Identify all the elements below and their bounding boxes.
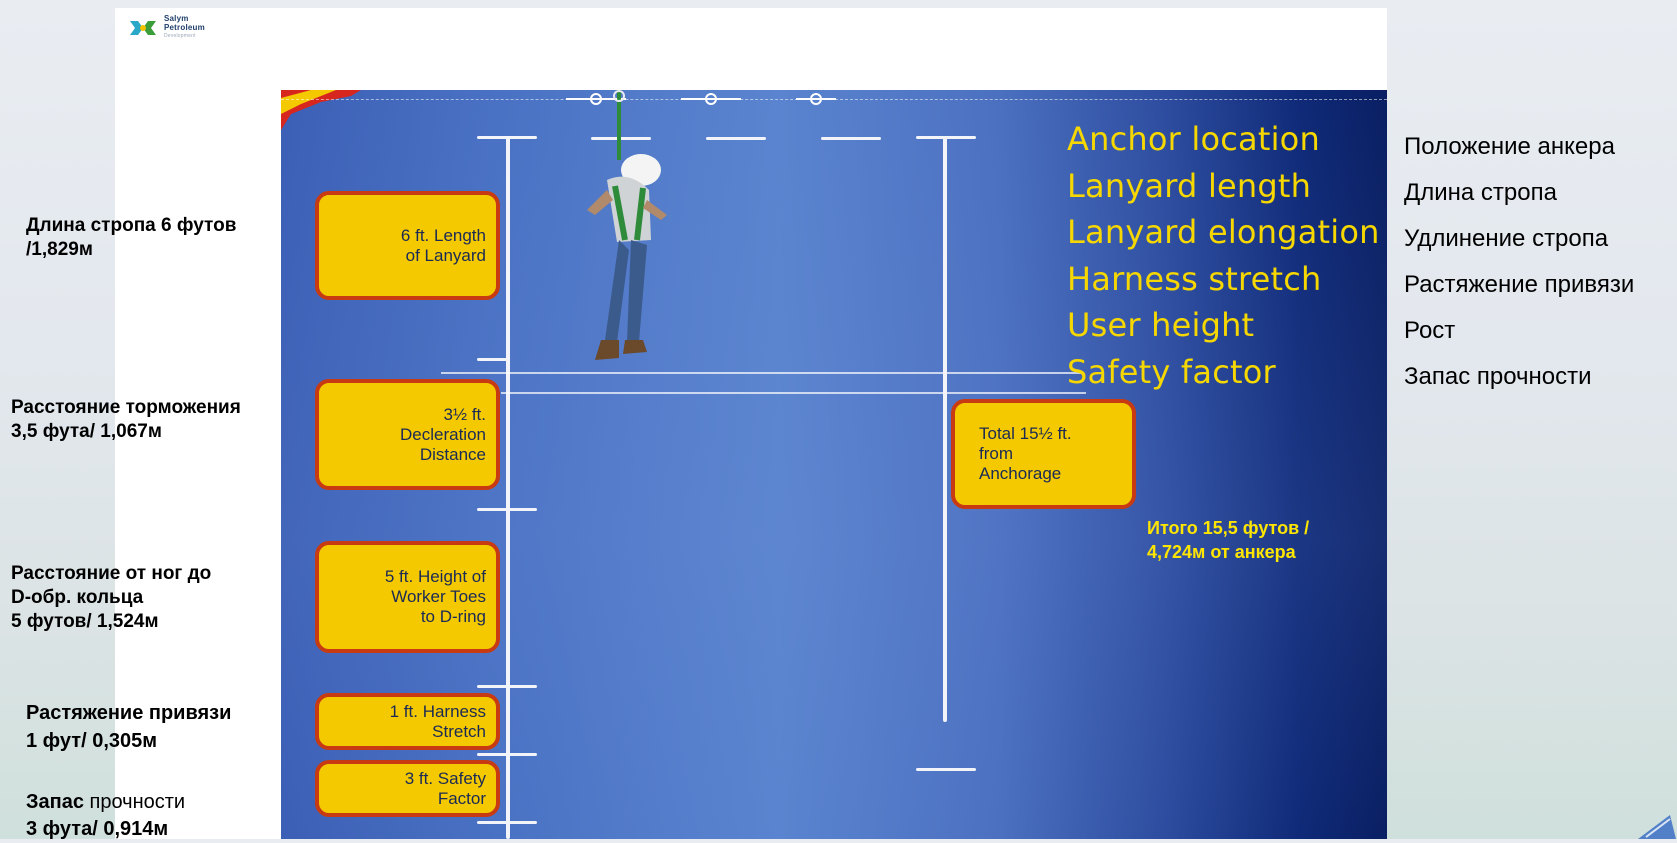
salym-petroleum-logo-icon xyxy=(130,20,156,35)
corner-flag-decoration xyxy=(281,90,361,130)
label-harness-stretch-ru: Растяжение привязи 1 фут/ 0,305м xyxy=(26,699,231,755)
factor-anchor-location: Anchor location xyxy=(1067,120,1320,158)
total-distance-box: Total 15½ ft. from Anchorage xyxy=(951,399,1136,509)
total-russian-line-2: 4,724м от анкера xyxy=(1147,542,1296,562)
factor-harness-stretch: Harness stretch xyxy=(1067,259,1322,298)
logo-line-3: Development xyxy=(164,33,196,39)
deceleration-text: 3½ ft. Decleration Distance xyxy=(400,404,486,464)
factor-lanyard-elongation: Lanyard elongation xyxy=(1067,213,1380,251)
logo-line-1: Salym xyxy=(164,14,189,23)
safety-factor-box: 3 ft. Safety Factor xyxy=(315,760,500,817)
scale-tick xyxy=(477,358,507,361)
scale-tick xyxy=(477,685,537,688)
translation-anchor-location: Положение анкера xyxy=(1404,133,1615,160)
measurement-scale-line xyxy=(506,136,510,839)
factor-user-height: User height xyxy=(1067,306,1255,344)
anchor-dash xyxy=(821,137,881,140)
worker-height-box: 5 ft. Height of Worker Toes to D-ring xyxy=(315,541,500,653)
total-russian-label: Итого 15,5 футов / 4,724м от анкера xyxy=(1147,516,1309,564)
label-line: 3,5 фута/ 1,067м xyxy=(11,421,162,442)
scale-tick xyxy=(477,821,537,824)
total-russian-line-1: Итого 15,5 футов / xyxy=(1147,518,1310,538)
total-distance-line xyxy=(943,136,947,722)
translation-user-height: Рост xyxy=(1404,317,1456,344)
translation-lanyard-length: Длина стропа xyxy=(1404,179,1557,206)
translation-safety-factor: Запас прочности xyxy=(1404,363,1592,390)
label-line: 5 футов/ 1,524м xyxy=(11,611,159,632)
label-line: Расстояние от ног до xyxy=(11,563,212,584)
translation-lanyard-elongation: Удлинение стропа xyxy=(1404,225,1609,252)
label-part: прочности xyxy=(83,791,186,813)
label-line: /1,829м xyxy=(26,239,93,260)
label-safety-factor-ru: Запас прочности 3 фута/ 0,914м xyxy=(26,789,185,843)
fall-clearance-diagram: 6 ft. Length of Lanyard 3½ ft. Declerati… xyxy=(281,90,1387,839)
total-distance-text: Total 15½ ft. from Anchorage xyxy=(979,424,1072,483)
label-lanyard-length-ru: Длина стропа 6 футов /1,829м xyxy=(26,214,236,262)
anchor-dash xyxy=(706,137,766,140)
lanyard-length-box: 6 ft. Length of Lanyard xyxy=(315,191,500,300)
feet-level-line xyxy=(441,372,1081,374)
logo-wordmark: Salym Petroleum Development xyxy=(164,14,205,41)
lanyard-length-text: 6 ft. Length of Lanyard xyxy=(400,225,486,265)
label-part: Запас xyxy=(26,791,84,813)
translation-harness-stretch: Растяжение привязи xyxy=(1404,271,1635,298)
harness-stretch-box: 1 ft. Harness Stretch xyxy=(315,693,500,750)
factor-lanyard-length: Lanyard length xyxy=(1067,166,1312,205)
total-tick-bottom xyxy=(916,768,976,771)
label-part: привязи xyxy=(143,702,232,724)
scale-tick xyxy=(477,753,537,756)
label-line: Длина стропа 6 футов xyxy=(26,215,237,236)
total-tick-top xyxy=(916,136,976,139)
logo-line-2: Petroleum xyxy=(164,23,205,32)
label-line: Расстояние торможения xyxy=(11,397,241,418)
label-line: Растяжение привязи xyxy=(26,699,231,727)
worker-height-text: 5 ft. Height of Worker Toes to D-ring xyxy=(384,567,486,626)
label-worker-height-ru: Расстояние от ног до D-обр. кольца 5 фут… xyxy=(11,562,211,634)
factor-list: Anchor location Lanyard length Lanyard e… xyxy=(1067,116,1380,395)
company-logo: Salym Petroleum Development xyxy=(128,14,205,41)
label-line: Запас прочности xyxy=(26,789,185,816)
harness-stretch-text: 1 ft. Harness Stretch xyxy=(389,701,486,741)
label-line: D-обр. кольца xyxy=(11,587,144,608)
next-slide-arrow-icon xyxy=(1638,815,1676,839)
label-line: 3 фута/ 0,914м xyxy=(26,818,169,840)
label-part: Растяжение xyxy=(26,702,144,724)
stop-level-line xyxy=(501,392,1086,394)
translation-list: Положение анкера Длина стропа Удлинение … xyxy=(1404,124,1634,400)
factor-safety-factor: Safety factor xyxy=(1067,352,1276,391)
label-line: 1 фут/ 0,305м xyxy=(26,730,158,752)
scale-tick xyxy=(477,508,537,511)
safety-factor-text: 3 ft. Safety Factor xyxy=(404,768,486,808)
scale-tick xyxy=(477,136,537,139)
anchor-points xyxy=(566,93,836,105)
label-deceleration-ru: Расстояние торможения 3,5 фута/ 1,067м xyxy=(11,396,241,444)
deceleration-box: 3½ ft. Decleration Distance xyxy=(315,379,500,490)
suspended-worker-figure xyxy=(587,90,667,360)
